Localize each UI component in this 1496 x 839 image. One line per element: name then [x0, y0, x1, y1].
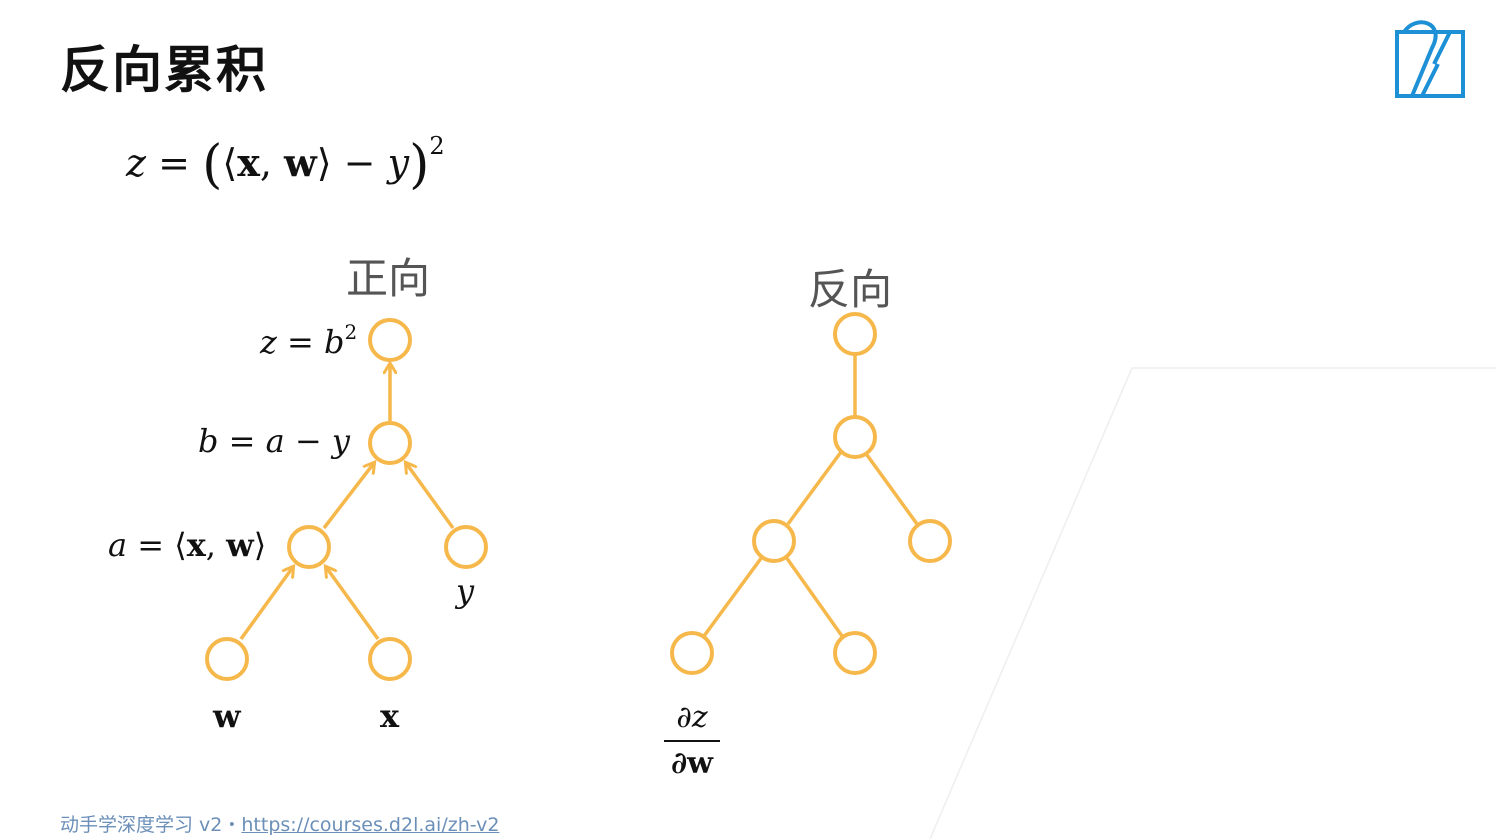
- formula-z: z: [126, 141, 147, 185]
- label-a-eq: =: [137, 526, 165, 564]
- formula-equals: =: [158, 141, 190, 185]
- label-a-node: a = ⟨x, w⟩: [108, 526, 266, 564]
- backward-edges: [702, 354, 919, 638]
- forward-node-y: [444, 525, 488, 569]
- forward-node-w: [205, 637, 249, 681]
- label-b-node: b = a − y: [198, 422, 350, 460]
- footer-book-title: 动手学深度学习 v2・: [60, 814, 242, 836]
- footer: 动手学深度学习 v2・https://courses.d2l.ai/zh-v2: [60, 810, 499, 837]
- label-a-comma: ,: [205, 526, 227, 564]
- formula-comma: ,: [259, 141, 285, 185]
- bwd-edge-mid-left: [786, 450, 843, 526]
- formula-w: w: [284, 140, 317, 185]
- formula-close-paren: ): [409, 135, 430, 195]
- backward-node-y: [908, 519, 952, 563]
- footer-course-link[interactable]: https://courses.d2l.ai/zh-v2: [241, 814, 500, 836]
- bwd-edge-low-right: [784, 555, 844, 638]
- label-a-var: a: [108, 526, 128, 564]
- formula-open-paren: (: [202, 135, 223, 195]
- page-title: 反向累积: [60, 41, 268, 99]
- edge-x-to-a: [326, 567, 380, 641]
- forward-edges: [239, 364, 455, 641]
- label-z-var: z: [260, 323, 277, 361]
- label-b-a: a: [265, 422, 285, 460]
- forward-node-a: [287, 525, 331, 569]
- bwd-edge-mid-right: [865, 453, 919, 526]
- label-a-w: w: [226, 526, 254, 564]
- formula-x: x: [237, 140, 260, 185]
- formula-close-angle: ⟩: [316, 141, 332, 185]
- formula-exponent: 2: [429, 132, 445, 160]
- gradient-fraction: ∂z ∂w: [664, 700, 720, 782]
- label-x-leaf: x: [380, 697, 400, 735]
- edge-y-to-b: [406, 463, 455, 530]
- backward-node-b: [833, 415, 877, 459]
- d2l-logo-icon: [1395, 20, 1465, 98]
- loss-formula: z = (⟨x, w⟩ − y)2: [126, 132, 445, 195]
- gradient-denominator: ∂w: [671, 746, 713, 781]
- forward-node-z: [368, 318, 412, 362]
- fraction-bar: [664, 740, 720, 742]
- backward-node-w: [670, 631, 714, 675]
- label-z-b: b: [324, 323, 345, 361]
- forward-node-x: [368, 637, 412, 681]
- formula-y: y: [387, 141, 410, 185]
- backward-node-x: [833, 631, 877, 675]
- label-b-var: b: [198, 422, 219, 460]
- formula-minus: −: [343, 141, 376, 185]
- label-b-eq: =: [228, 422, 256, 460]
- backward-node-z: [833, 312, 877, 356]
- label-a-open-angle: ⟨: [174, 526, 187, 564]
- label-z-exp: 2: [344, 320, 358, 344]
- label-a-close-angle: ⟩: [253, 526, 267, 564]
- label-y-leaf: y: [456, 572, 475, 610]
- edge-a-to-b: [322, 463, 374, 530]
- bwd-edge-low-left: [702, 555, 764, 638]
- backward-heading: 反向: [808, 265, 893, 314]
- label-w-leaf: w: [213, 697, 241, 735]
- forward-heading: 正向: [346, 254, 431, 303]
- backward-node-a: [752, 519, 796, 563]
- label-b-minus: −: [294, 422, 322, 460]
- label-a-x: x: [186, 526, 206, 564]
- forward-node-b: [368, 421, 412, 465]
- gradient-numerator: ∂z: [676, 700, 708, 735]
- label-z-node: z = b2: [260, 320, 357, 361]
- edge-w-to-a: [239, 567, 293, 641]
- label-z-eq: =: [287, 323, 314, 361]
- label-b-y: y: [331, 422, 350, 460]
- formula-open-angle: ⟨: [222, 141, 238, 185]
